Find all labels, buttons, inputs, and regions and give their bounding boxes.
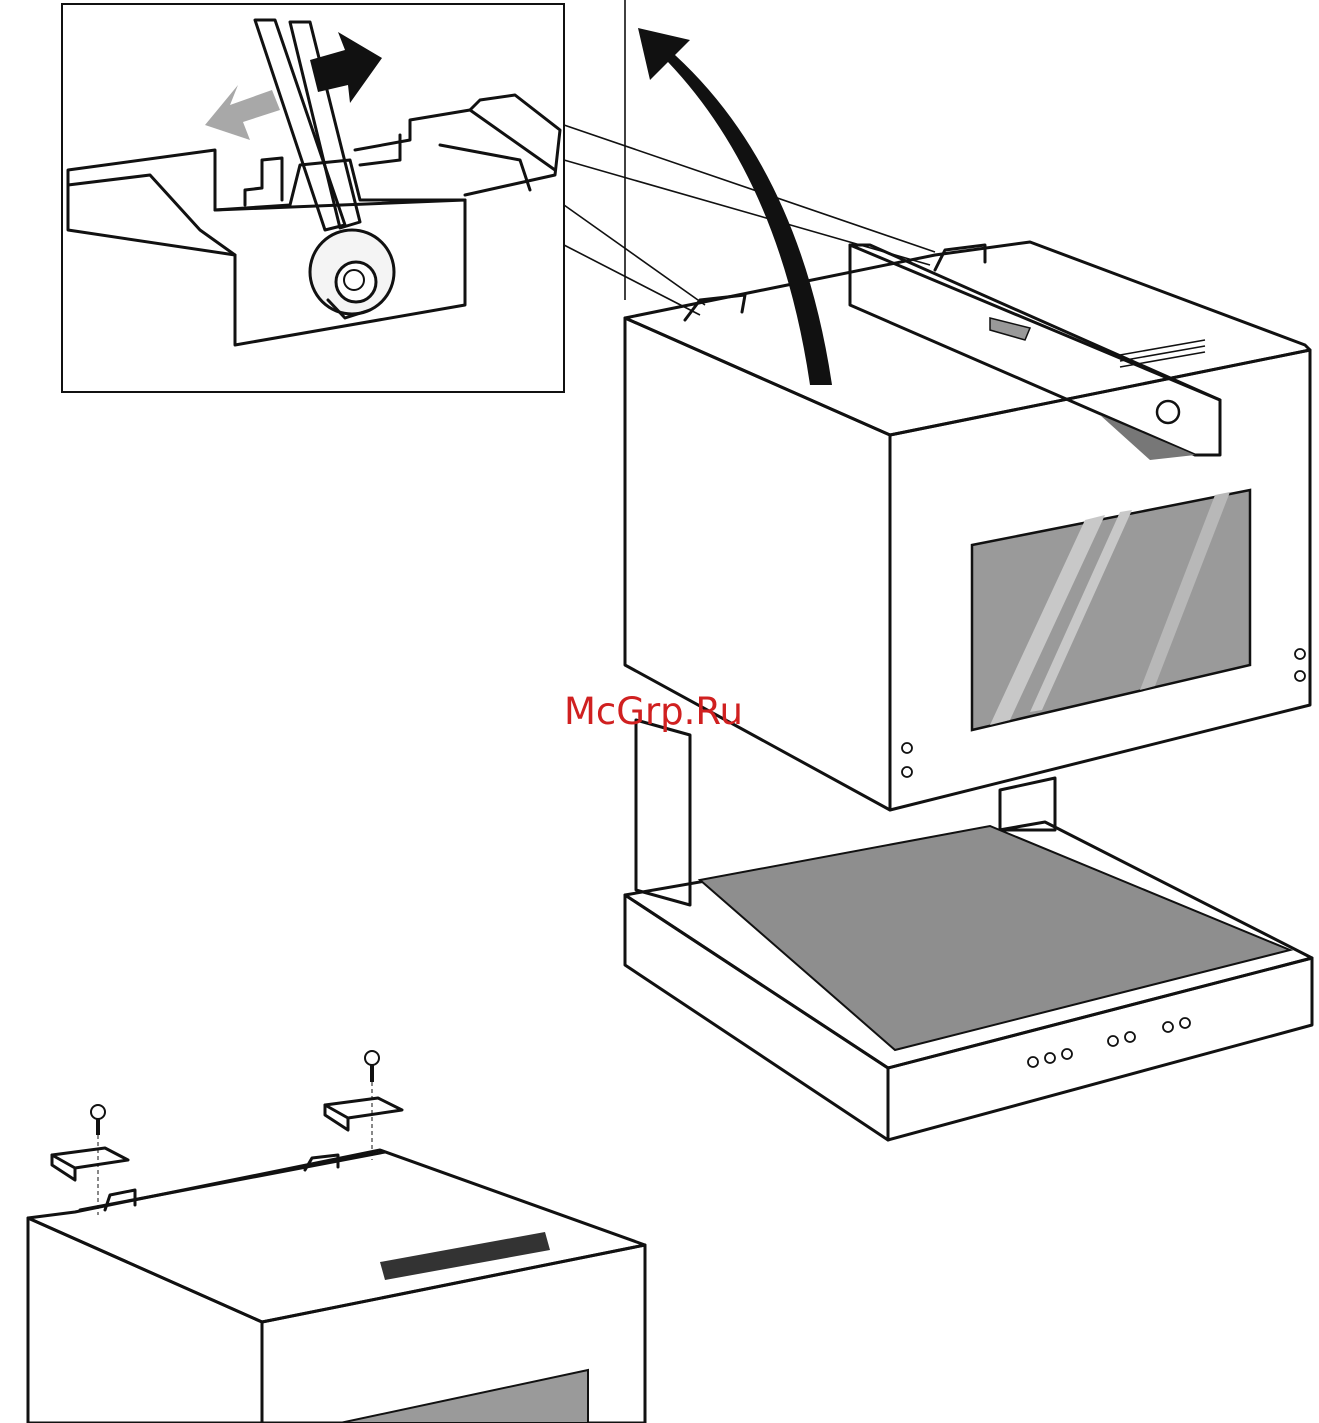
lower-appliance [28, 1051, 645, 1423]
vent-grille [380, 1232, 550, 1280]
screw-icon [91, 1105, 105, 1215]
watermark-text: McGrp.Ru [564, 690, 774, 733]
screw-icon [365, 1051, 379, 1160]
drawer-base [625, 822, 1312, 1140]
